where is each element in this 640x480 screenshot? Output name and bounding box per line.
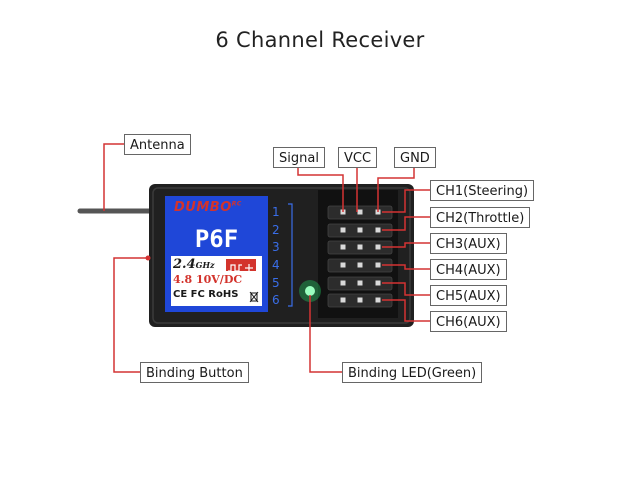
channel-label-ch1: CH1(Steering) <box>430 180 535 201</box>
channel-label-ch6: CH6(AUX) <box>430 311 507 332</box>
pin-number-6: 6 <box>272 293 280 307</box>
antenna-callout-line <box>103 143 124 211</box>
vcc-label: VCC <box>338 147 378 168</box>
signal-callout-line <box>297 167 344 212</box>
pin-5-2 <box>357 280 363 286</box>
binding-button-callout-line <box>113 257 148 373</box>
brand-suffix: RC <box>231 200 242 208</box>
receiver-sticker: DUMBORC P6F 2.4GHz 4.8 10V/DC CE FC RoHS <box>165 196 268 312</box>
pin-number-5: 5 <box>272 276 280 290</box>
pin-4-2 <box>357 262 363 268</box>
channel-callout-lines <box>382 189 430 322</box>
channel-callout-line-2 <box>382 216 430 231</box>
pin-4-3 <box>375 262 381 268</box>
channel-label-ch4: CH4(AUX) <box>430 259 507 280</box>
pin-3-3 <box>375 244 381 250</box>
brand-name: DUMBO <box>174 200 232 215</box>
pin-3-1 <box>340 244 346 250</box>
frequency-unit: GHz <box>195 260 215 270</box>
pin-6-3 <box>375 297 381 303</box>
pin-5-3 <box>375 280 381 286</box>
frequency-value: 2.4 <box>173 257 196 272</box>
brand-logo: DUMBORC <box>174 200 242 215</box>
channel-label-ch2: CH2(Throttle) <box>430 207 531 228</box>
signal-label: Signal <box>273 147 325 168</box>
pin-6-2 <box>357 297 363 303</box>
binding-button-label: Binding Button <box>140 362 249 383</box>
channel-label-ch5: CH5(AUX) <box>430 285 507 306</box>
weee-bin-icon <box>249 291 259 303</box>
channel-callout-line-3 <box>382 242 430 248</box>
pin-4-1 <box>340 262 346 268</box>
frequency-label: 2.4GHz <box>173 257 215 272</box>
voltage-rating: 4.8 10V/DC <box>173 273 243 286</box>
binding-led <box>305 286 315 296</box>
pin-number-4: 4 <box>272 258 280 272</box>
pin-2-1 <box>340 227 346 233</box>
pin-number-3: 3 <box>272 240 280 254</box>
pin-number-2: 2 <box>272 223 280 237</box>
binding-led-label: Binding LED(Green) <box>342 362 483 383</box>
channel-label-ch3: CH3(AUX) <box>430 233 507 254</box>
pin-number-1: 1 <box>272 205 280 219</box>
sticker-info-panel: 2.4GHz 4.8 10V/DC CE FC RoHS <box>171 256 262 306</box>
antenna-label: Antenna <box>124 134 191 155</box>
pin-1-2 <box>357 209 363 215</box>
gnd-label: GND <box>394 147 436 168</box>
pin-6-1 <box>340 297 346 303</box>
pin-rows <box>327 205 393 308</box>
pin-3-2 <box>357 244 363 250</box>
pin-2-3 <box>375 227 381 233</box>
channel-callout-line-6 <box>382 299 430 322</box>
model-name: P6F <box>194 225 239 253</box>
channel-callout-line-1 <box>382 189 430 213</box>
gnd-callout-line <box>377 167 415 212</box>
receiver-case-bevel <box>152 187 411 324</box>
diagram-title: 6 Channel Receiver <box>215 28 425 52</box>
pin-5-1 <box>340 280 346 286</box>
signal-wave-icon <box>226 259 256 272</box>
channel-callout-line-5 <box>382 282 430 296</box>
channel-callout-line-4 <box>382 264 430 270</box>
pin-2-2 <box>357 227 363 233</box>
binding-led-callout-line <box>309 295 342 373</box>
pin-number-bracket <box>288 203 293 307</box>
certification-marks: CE FC RoHS <box>173 289 239 300</box>
